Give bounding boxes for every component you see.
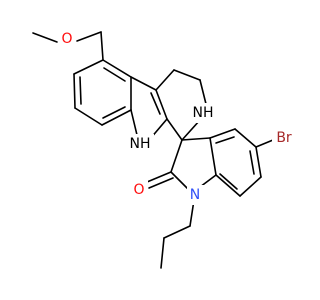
bond bbox=[73, 59, 104, 75]
carbonyl-oxygen-label: O bbox=[133, 182, 144, 198]
bond bbox=[173, 69, 201, 81]
bond bbox=[103, 67, 126, 82]
bond bbox=[102, 106, 126, 119]
bond bbox=[181, 137, 211, 141]
bond bbox=[73, 73, 76, 109]
bond bbox=[74, 107, 103, 126]
bond bbox=[209, 137, 217, 176]
bromine-bg bbox=[272, 127, 296, 149]
bond bbox=[146, 171, 172, 183]
bromine-label: Br bbox=[276, 130, 292, 146]
bond bbox=[215, 136, 235, 144]
bond bbox=[76, 31, 102, 42]
methoxy-oxygen-label: O bbox=[61, 31, 72, 47]
bond bbox=[239, 176, 262, 197]
bond bbox=[155, 89, 168, 120]
bond bbox=[130, 76, 157, 91]
bond bbox=[166, 118, 183, 141]
bond bbox=[181, 119, 201, 141]
bond bbox=[130, 109, 138, 136]
bond bbox=[163, 225, 191, 239]
methoxy-oxygen-bg bbox=[58, 29, 76, 49]
molecule-structure: O NH NH O N Br bbox=[32, 29, 296, 269]
carbonyl-oxygen-bg bbox=[130, 180, 148, 200]
bond bbox=[219, 173, 238, 190]
amine-nh-label: NH bbox=[193, 105, 214, 121]
lactam-nitrogen-bg bbox=[187, 185, 204, 205]
bond bbox=[102, 59, 132, 78]
bond bbox=[249, 150, 255, 175]
bond bbox=[160, 237, 165, 269]
amine-nh-bg bbox=[189, 103, 217, 123]
bond bbox=[101, 109, 132, 126]
bond bbox=[215, 174, 241, 197]
bond bbox=[148, 177, 174, 189]
bond bbox=[155, 69, 175, 91]
bond bbox=[255, 146, 262, 178]
bond bbox=[209, 128, 236, 139]
bond bbox=[170, 171, 190, 191]
bond bbox=[234, 128, 257, 148]
indole-nh-label: NH bbox=[130, 136, 151, 152]
bond bbox=[32, 32, 58, 43]
bond bbox=[199, 79, 207, 105]
indole-nh-bg bbox=[126, 134, 154, 154]
bond bbox=[255, 139, 274, 148]
lactam-nitrogen-label: N bbox=[190, 187, 200, 203]
bond bbox=[150, 92, 161, 115]
bond bbox=[170, 139, 183, 173]
bond bbox=[79, 76, 82, 105]
bonds bbox=[32, 31, 274, 269]
atom-labels: O NH NH O N Br bbox=[58, 29, 296, 205]
bond bbox=[100, 31, 104, 61]
